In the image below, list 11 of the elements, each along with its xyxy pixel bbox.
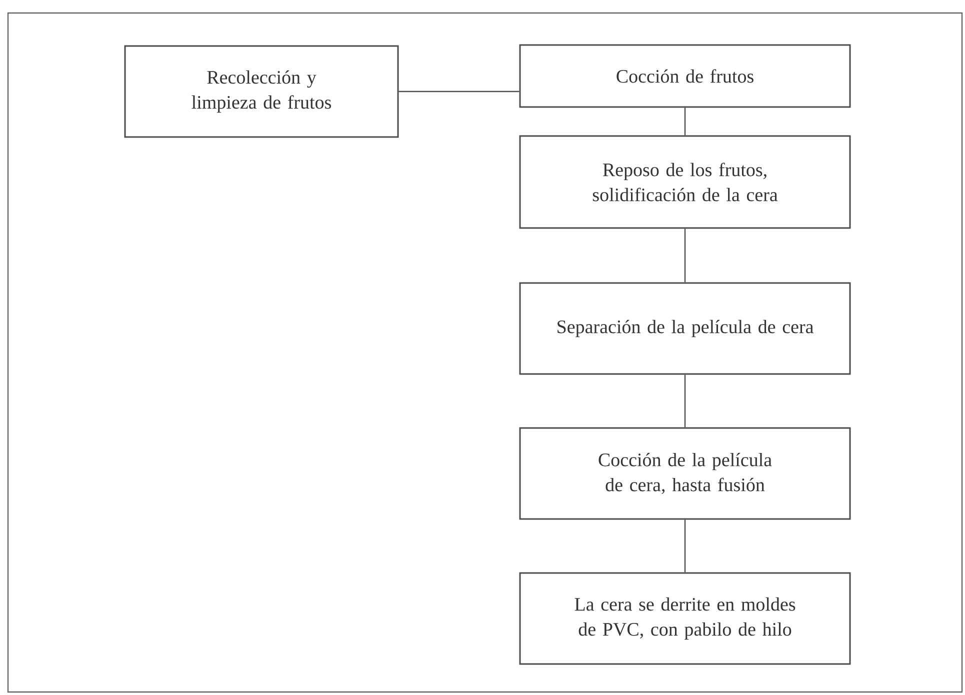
connector-line	[684, 520, 686, 572]
process-box: La cera se derrite en moldes de PVC, con pabilo de hilo	[519, 572, 851, 665]
process-box: Cocción de frutos	[519, 44, 851, 108]
connector-line	[684, 374, 686, 428]
connector-line	[684, 228, 686, 282]
process-box: Cocción de la película de cera, hasta fusión	[519, 427, 851, 520]
connector-line	[398, 90, 520, 92]
process-box: Reposo de los frutos, solidificación de la cera	[519, 135, 851, 229]
connector-line	[684, 108, 686, 136]
process-box: Separación de la película de cera	[519, 282, 851, 375]
process-box: Recolección y limpieza de frutos	[124, 45, 399, 138]
